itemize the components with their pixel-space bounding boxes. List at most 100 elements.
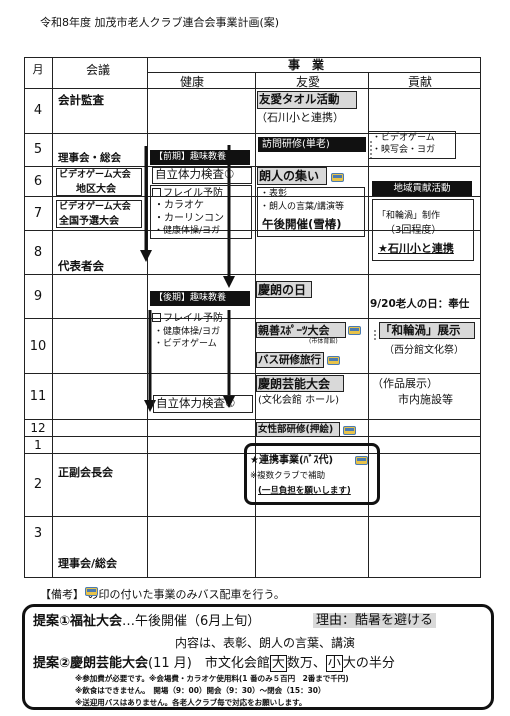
- month-label: 1: [34, 438, 42, 452]
- frail-label: フレイル予防: [163, 188, 223, 199]
- check1-box: [152, 167, 252, 184]
- shinai-label: 市内施設等: [398, 393, 453, 406]
- proposal1-reason: 理由：酷暑を避ける: [313, 613, 437, 628]
- keiro-day-box: [256, 281, 312, 298]
- bus-icon: [355, 456, 368, 465]
- roro-label: 朗人の集い: [259, 169, 320, 183]
- bus-kenshu-box: [256, 352, 324, 368]
- video-game-national-box: [56, 200, 142, 228]
- renkei-note: (一旦負担を願いします): [258, 486, 351, 496]
- month-label: 11: [29, 389, 47, 404]
- towel-box: [257, 91, 357, 109]
- checkbox-icon: [152, 313, 161, 322]
- roujin-day-label: 9/20老人の日：奉仕: [370, 298, 470, 310]
- homon-item: ・映写会・ヨガ: [372, 145, 436, 155]
- frail-row: フレイル予防: [152, 188, 223, 199]
- homon-banner: 訪問研修(単老): [258, 137, 366, 152]
- proposal2-rest: (11 月) 市文化会館: [148, 656, 270, 671]
- frail-label: フレイル予防: [163, 313, 223, 324]
- joseibu-label: 女性部研修(押絵): [258, 424, 334, 435]
- sakuhin-label: （作品展示）: [372, 377, 438, 390]
- meeting-august: 代表者会: [58, 259, 104, 273]
- remarks-text: 【備考】 の印の付いた事業のみバス配車を行う。: [40, 588, 285, 601]
- month-label: 7: [33, 206, 43, 221]
- header-kenko: 健康: [180, 75, 205, 89]
- month-label: 5: [33, 142, 43, 157]
- zenki-item: ・健康体操/ヨガ: [154, 226, 221, 236]
- video-game-regional-title: ビデオゲーム大会: [59, 170, 131, 180]
- proposal-note-1: ※参加費が必要です。※会場費・カラオケ使用料(1 番のみ５百円 2番まで千円): [75, 674, 349, 683]
- bus-icon: [327, 356, 340, 365]
- check1-label: 自立体力検査①: [155, 167, 235, 181]
- kouki-item: ・ビデオゲーム: [154, 339, 217, 349]
- proposal1-rest: …午後開催（6月上旬）: [122, 614, 261, 629]
- renkei-box: [244, 443, 380, 505]
- towel-label: 友愛タオル活動: [259, 92, 340, 106]
- proposal-box: 提案①福祉大会…午後開催（6月上旬） 理由：酷暑を避ける 内容は、表彰、朗人の言…: [22, 604, 494, 710]
- shinzen-box: [256, 322, 346, 338]
- kouki-item: ・健康体操/ヨガ: [154, 327, 221, 337]
- homon-items-box: [368, 131, 456, 159]
- proposal-note-3: ※送迎用バスはありません。各老人クラブ毎で対応をお願いします。: [75, 698, 307, 707]
- proposal2-end: 大の半分: [342, 656, 395, 671]
- video-game-regional-sub: 地区大会: [76, 184, 116, 195]
- check2-label: 自立体力検査②: [156, 396, 236, 410]
- header-yuai: 友愛: [296, 75, 321, 89]
- zenki-item: ・カラオケ: [154, 200, 204, 211]
- kouki-banner: 【後期】趣味教養: [150, 291, 250, 306]
- tenji-box: [379, 322, 475, 339]
- checkbox-icon: [152, 188, 161, 197]
- header-koken: 貢献: [408, 75, 433, 89]
- geino-sub: (文化会館 ホール): [258, 395, 339, 406]
- proposal2-label: 提案②慶朗芸能大会: [33, 656, 149, 671]
- tenji-sub: （西分館文化祭）: [384, 345, 464, 356]
- shinzen-sub: (市体育館): [309, 338, 338, 345]
- joseibu-box: [256, 422, 340, 437]
- proposal2-mid: 数万、: [286, 656, 326, 671]
- header-meeting: 会議: [86, 63, 111, 77]
- header-month: 月: [32, 63, 44, 76]
- tenji-label: 「和輪渦」展示: [380, 323, 461, 337]
- proposal2-small: 小: [325, 655, 343, 672]
- proposal1-content: 内容は、表彰、朗人の言葉、講演: [175, 636, 356, 650]
- meeting-april: 会計監査: [58, 93, 104, 107]
- month-label: 6: [33, 174, 43, 189]
- koken-items-box: [372, 199, 474, 261]
- ishikawa-label: ★石川小と連携: [378, 242, 454, 255]
- bus-icon: [343, 426, 356, 435]
- wawa-label: 「和輪渦」制作: [377, 211, 441, 221]
- towel-sub: （石川小と連携）: [256, 111, 344, 124]
- geino-label: 慶朗芸能大会: [258, 377, 331, 391]
- document-title: 令和8年度 加茂市老人クラブ連合会事業計画(案): [40, 16, 280, 29]
- bus-icon: [331, 173, 344, 182]
- renkei-label: ★連携事業(ﾊﾞｽ代): [250, 455, 334, 466]
- meeting-march: 理事会/総会: [58, 557, 118, 570]
- month-label: 3: [33, 526, 43, 541]
- header-jigyo: 事 業: [288, 58, 325, 72]
- video-game-national-sub: 全国予選大会: [59, 216, 119, 227]
- proposal1-label: 提案①福祉大会: [33, 614, 123, 629]
- month-label: 10: [29, 339, 47, 354]
- homon-item: ・ビデオゲーム: [372, 133, 435, 143]
- roro-time: 午後開催(雪椿): [262, 217, 342, 231]
- bus-icon: [85, 587, 98, 596]
- shinzen-label: 親善ｽﾎﾟｰﾂ大会: [258, 324, 330, 337]
- schedule-grid: [24, 57, 481, 578]
- zenki-items-box: [150, 185, 252, 239]
- video-game-national-title: ビデオゲーム大会: [59, 202, 131, 212]
- bus-icon: [348, 326, 361, 335]
- proposal-note-2: ※飲食はできません。 開場（9：00）開会（9：30）～閉会（15：30）: [75, 686, 326, 695]
- zenki-item: ・カーリンコン: [154, 213, 224, 224]
- check2-box: [153, 395, 253, 413]
- month-label: 8: [33, 245, 43, 260]
- proposal2-large: 大: [269, 655, 287, 672]
- remarks-note: 【備考】 の印の付いた事業のみバス配車を行う。: [40, 586, 285, 602]
- video-game-regional-box: [56, 168, 142, 196]
- month-label: 12: [30, 421, 46, 435]
- roro-items-box: [257, 187, 365, 237]
- renkei-sub: ※複数クラブで補助: [250, 471, 326, 481]
- frail-row-2: フレイル予防: [152, 313, 223, 324]
- bus-kenshu-label: バス研修旅行: [258, 354, 321, 366]
- geino-box: [256, 375, 344, 392]
- meeting-may: 理事会・総会: [58, 152, 121, 164]
